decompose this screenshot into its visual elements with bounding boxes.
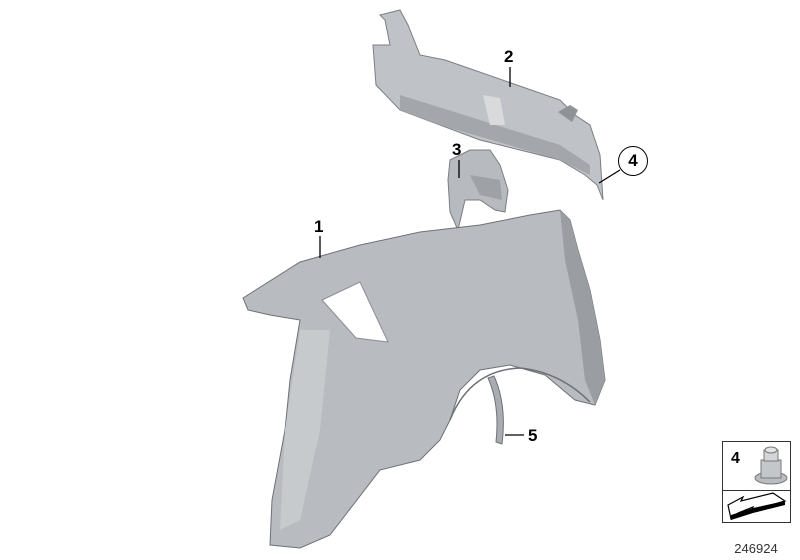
direction-arrow-icon [727,492,787,521]
leader-line-4 [598,169,621,184]
image-id: 246924 [734,541,778,556]
callout-1[interactable]: 1 [314,217,324,236]
callout-3[interactable]: 3 [452,140,462,159]
legend-nut-cell: 4 [723,442,790,491]
callout-5[interactable]: 5 [528,426,538,445]
parts-legend-box: 4 [722,441,791,523]
rear-panel-part[interactable] [372,9,604,201]
side-panel-part[interactable] [242,209,606,549]
legend-part-number: 4 [731,450,740,467]
callout-4-circle[interactable]: 4 [618,146,648,176]
bracket-part[interactable] [447,149,509,232]
strip-part[interactable] [487,375,504,445]
threaded-nut-icon [754,446,788,485]
callout-2[interactable]: 2 [504,47,514,66]
